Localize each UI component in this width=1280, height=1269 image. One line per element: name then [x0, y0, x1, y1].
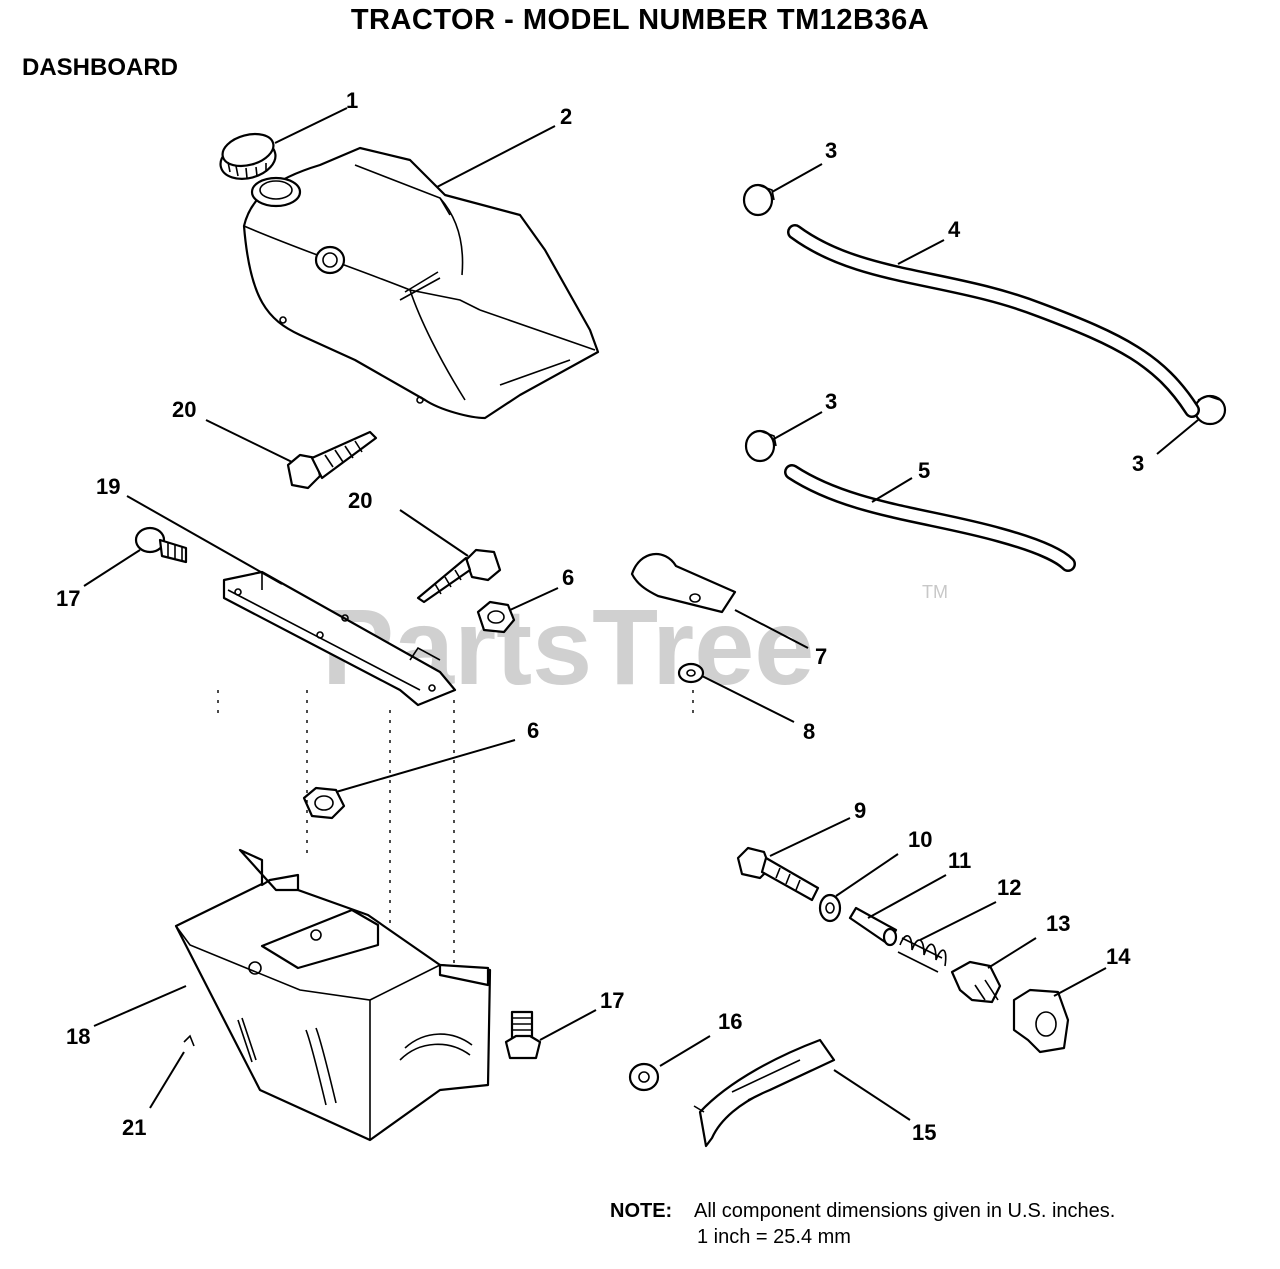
part-screw-a[interactable]: [286, 430, 378, 490]
callout-20: 20: [172, 397, 196, 422]
watermark-trademark: TM: [922, 582, 948, 602]
callout-6: 6: [527, 718, 539, 743]
section-title: DASHBOARD: [22, 54, 178, 81]
part-carriage-bolt[interactable]: [736, 846, 820, 902]
callout-3: 3: [825, 138, 837, 163]
part-nut-upper[interactable]: [476, 600, 516, 634]
callout-5: 5: [918, 458, 930, 483]
callout-6: 6: [562, 565, 574, 590]
callout-8: 8: [803, 719, 815, 744]
part-spacer-tube[interactable]: [848, 906, 898, 947]
diagram-title: TRACTOR - MODEL NUMBER TM12B36A: [350, 4, 930, 36]
callout-3: 3: [825, 389, 837, 414]
part-fuel-hose-short[interactable]: [784, 464, 1076, 572]
callout-3: 3: [1132, 451, 1144, 476]
note-line-2: 1 inch = 25.4 mm: [697, 1226, 851, 1248]
callout-7: 7: [815, 644, 827, 669]
callout-19: 19: [96, 474, 120, 499]
part-hose-clamp-b[interactable]: [1193, 394, 1227, 426]
callout-10: 10: [908, 827, 932, 852]
note-line-1: All component dimensions given in U.S. i…: [694, 1200, 1116, 1222]
callout-17: 17: [600, 988, 624, 1013]
part-dashboard-panel[interactable]: [174, 848, 492, 1142]
callout-17: 17: [56, 586, 80, 611]
part-fuel-hose-long[interactable]: [787, 224, 1200, 418]
callout-9: 9: [854, 798, 866, 823]
callout-18: 18: [66, 1024, 90, 1049]
part-bolt-lower[interactable]: [504, 1010, 542, 1060]
part-washer-flat[interactable]: [818, 893, 842, 923]
part-nut-lower[interactable]: [302, 786, 346, 820]
callout-14: 14: [1106, 944, 1131, 969]
callout-20: 20: [348, 488, 372, 513]
part-hose-clamp-a[interactable]: [742, 183, 775, 217]
callout-21: 21: [122, 1115, 146, 1140]
part-push-nut[interactable]: [628, 1062, 660, 1092]
note-label: NOTE:: [610, 1200, 673, 1222]
callout-11: 11: [948, 848, 971, 873]
leader-lines: [83, 107, 1199, 1121]
callout-12: 12: [997, 875, 1021, 900]
callout-15: 15: [912, 1120, 936, 1145]
part-fuel-tank[interactable]: [242, 146, 600, 420]
part-bolt-upper[interactable]: [134, 526, 188, 564]
part-compression-spring[interactable]: [897, 935, 947, 973]
part-latch[interactable]: [950, 960, 1002, 1004]
callout-13: 13: [1046, 911, 1070, 936]
part-washer-small[interactable]: [677, 662, 705, 684]
part-throttle-plate[interactable]: [693, 1038, 836, 1148]
part-cam[interactable]: [1012, 988, 1070, 1054]
part-retaining-clip[interactable]: [183, 1034, 195, 1047]
callout-4: 4: [948, 217, 961, 242]
part-screw-b[interactable]: [416, 548, 502, 604]
callout-2: 2: [560, 104, 572, 129]
callout-1: 1: [346, 88, 358, 113]
part-bracket-rail[interactable]: [222, 570, 457, 707]
part-hose-clip[interactable]: [630, 552, 737, 614]
dimension-note: NOTE: All component dimensions given in U…: [610, 1198, 1115, 1250]
callout-16: 16: [718, 1009, 742, 1034]
callout-numbers: 1 2 3 4 3 3 5 20 19 20 17 6 7 8 6 9 10 1…: [56, 88, 1144, 1145]
part-hose-clamp-c[interactable]: [744, 429, 777, 463]
part-fuel-cap[interactable]: [216, 129, 279, 185]
